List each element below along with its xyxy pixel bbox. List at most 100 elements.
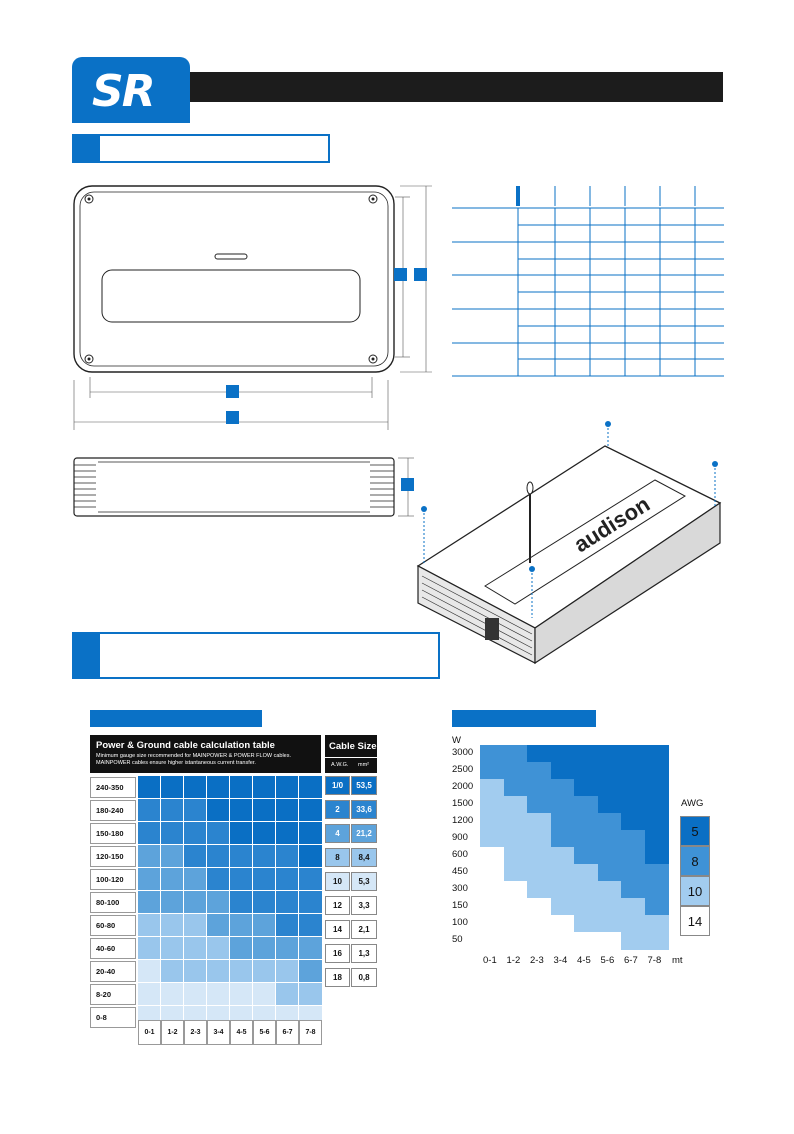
grid-cell xyxy=(252,798,277,823)
heatmap-cell xyxy=(621,932,645,950)
legend-swatch: 10 xyxy=(680,876,710,906)
heatmap-cell xyxy=(621,898,645,916)
chart-ylabel: W xyxy=(452,735,461,746)
heatmap-cell xyxy=(503,915,528,933)
heatmap-cell xyxy=(644,864,669,882)
heatmap-cell xyxy=(527,813,551,831)
section-marker xyxy=(74,634,100,677)
y-tick-label: 150 xyxy=(452,900,468,911)
x-tick-label: 0-1 xyxy=(483,955,497,966)
grid-cell xyxy=(183,867,208,892)
heatmap-cell xyxy=(527,762,551,780)
grid-cell xyxy=(160,798,185,823)
grid-cell xyxy=(206,798,231,823)
grid-cell xyxy=(160,844,185,869)
grid-cell xyxy=(206,959,231,984)
mm-label: mm² xyxy=(358,762,369,768)
heatmap-cell xyxy=(644,932,669,950)
heatmap-cell xyxy=(480,847,504,865)
heatmap-cell xyxy=(597,932,622,950)
heatmap-cell xyxy=(597,830,622,848)
grid-cell xyxy=(298,890,323,915)
heatmap-cell xyxy=(527,881,551,899)
grid-cell xyxy=(275,844,300,869)
heatmap-cell xyxy=(550,745,575,763)
grid-cell xyxy=(183,982,208,1007)
y-tick-label: 2000 xyxy=(452,781,474,792)
cable-table-subtitle: Minimum gauge size recommended for MAINP… xyxy=(96,753,291,766)
heatmap-cell xyxy=(527,779,551,797)
heatmap-cell xyxy=(621,830,645,848)
dimension-marker xyxy=(226,411,239,424)
awg-value: 4 xyxy=(325,824,350,843)
grid-cell xyxy=(275,775,300,800)
heatmap-cell xyxy=(644,898,669,916)
heatmap-cell xyxy=(480,813,504,831)
heatmap-cell xyxy=(644,762,669,780)
mm-value: 3,3 xyxy=(351,896,377,915)
heatmap-cell xyxy=(527,864,551,882)
grid-cell xyxy=(298,867,323,892)
grid-cell xyxy=(160,775,185,800)
heatmap-cell xyxy=(644,796,669,814)
grid-cell xyxy=(183,913,208,938)
grid-cell xyxy=(275,959,300,984)
heatmap-cell xyxy=(621,779,645,797)
grid-cell xyxy=(275,890,300,915)
row-label: 120-150 xyxy=(90,846,136,867)
grid-cell xyxy=(229,982,254,1007)
heatmap-cell xyxy=(644,881,669,899)
heatmap-cell xyxy=(480,830,504,848)
y-tick-label: 900 xyxy=(452,832,468,843)
heatmap-cell xyxy=(503,864,528,882)
grid-cell xyxy=(229,890,254,915)
x-tick-label: 1-2 xyxy=(506,955,521,966)
heatmap-cell xyxy=(597,813,622,831)
heatmap-cell xyxy=(621,881,645,899)
grid-cell xyxy=(206,913,231,938)
heatmap-cell xyxy=(644,847,669,865)
spec-table-grid xyxy=(452,186,724,377)
grid-cell xyxy=(137,959,162,984)
heatmap-cell xyxy=(503,762,528,780)
grid-cell xyxy=(183,844,208,869)
heatmap-cell xyxy=(550,762,575,780)
legend-swatch: 14 xyxy=(680,906,710,936)
grid-cell xyxy=(137,844,162,869)
heatmap-cell xyxy=(503,830,528,848)
mm-value: 5,3 xyxy=(351,872,377,891)
y-tick-label: 450 xyxy=(452,866,468,877)
col-label: 7-8 xyxy=(299,1020,322,1045)
grid-cell xyxy=(252,775,277,800)
heatmap-cell xyxy=(503,813,528,831)
row-label: 60-80 xyxy=(90,915,136,936)
grid-cell xyxy=(206,982,231,1007)
row-label: 0-8 xyxy=(90,1007,136,1028)
section-installation-header xyxy=(72,632,440,679)
row-label: 80-100 xyxy=(90,892,136,913)
grid-cell xyxy=(160,936,185,961)
y-tick-label: 1200 xyxy=(452,815,474,826)
heatmap-cell xyxy=(597,779,622,797)
grid-cell xyxy=(183,775,208,800)
heatmap-cell xyxy=(550,932,575,950)
col-label: 1-2 xyxy=(161,1020,184,1045)
row-label: 40-60 xyxy=(90,938,136,959)
heatmap-cell xyxy=(644,745,669,763)
grid-cell xyxy=(298,936,323,961)
heatmap-cell xyxy=(503,881,528,899)
dimension-marker xyxy=(226,385,239,398)
logo-text: SR xyxy=(92,66,156,117)
chart-legend-title: AWG xyxy=(681,798,704,809)
dimension-marker xyxy=(401,478,414,491)
heatmap-cell xyxy=(527,898,551,916)
grid-cell xyxy=(160,890,185,915)
heatmap-cell xyxy=(480,881,504,899)
heatmap-cell xyxy=(550,898,575,916)
grid-cell xyxy=(160,821,185,846)
heatmap-cell xyxy=(550,830,575,848)
heatmap-cell xyxy=(503,745,528,763)
grid-cell xyxy=(229,959,254,984)
grid-cell xyxy=(252,936,277,961)
grid-cell xyxy=(229,821,254,846)
